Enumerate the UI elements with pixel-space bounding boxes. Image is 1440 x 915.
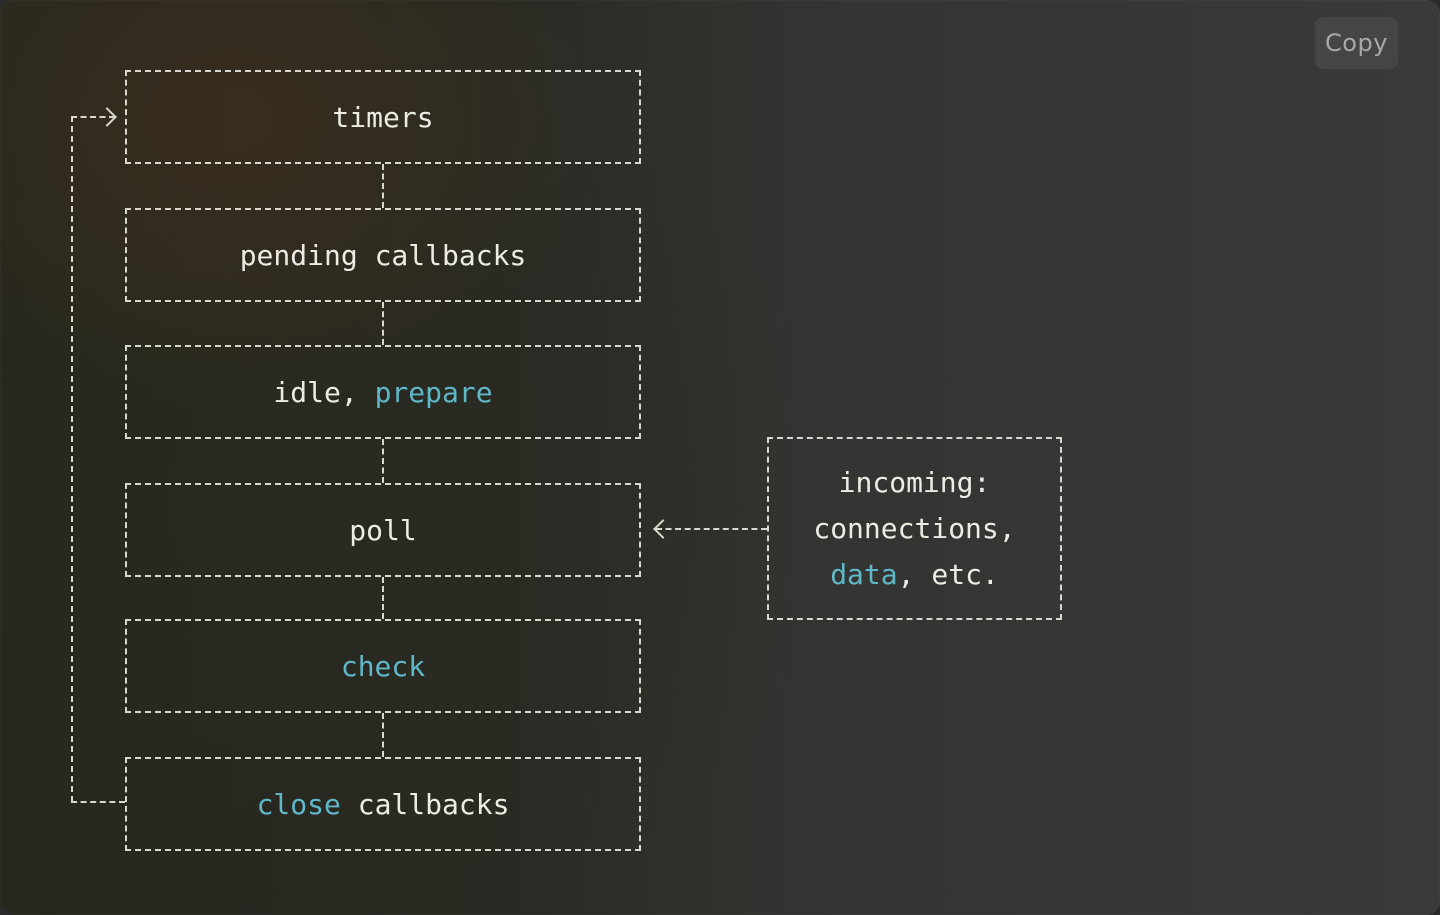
phase-box-idle-prepare: idle, prepare <box>125 345 641 439</box>
phase-label-part: close <box>256 787 341 821</box>
phase-connector <box>382 713 384 757</box>
phase-label-part: pending callbacks <box>239 238 527 272</box>
arrow-left-icon <box>653 519 673 539</box>
phase-label-close-callbacks: close callbacks <box>257 788 510 821</box>
phase-box-check: check <box>125 619 641 713</box>
phase-box-pending-callbacks: pending callbacks <box>125 208 641 302</box>
incoming-line-1: incoming: <box>838 465 991 499</box>
phase-connector <box>382 439 384 483</box>
phase-connector <box>382 164 384 208</box>
phase-label-part: idle, <box>273 375 375 409</box>
phase-label-pending-callbacks: pending callbacks <box>240 239 527 272</box>
phase-connector <box>382 302 384 345</box>
phase-label-part: callbacks <box>340 787 510 821</box>
incoming-data-keyword: data <box>830 557 898 591</box>
phase-label-part: prepare <box>374 375 493 409</box>
phase-label-part: check <box>340 649 426 683</box>
phase-label-part: poll <box>349 513 417 547</box>
phase-label-timers: timers <box>332 101 433 134</box>
loop-back-vertical-wire <box>71 116 73 802</box>
phase-connector <box>382 577 384 619</box>
incoming-line-3: data, etc. <box>830 552 999 598</box>
phase-box-timers: timers <box>125 70 641 164</box>
phase-label-part: timers <box>332 100 434 134</box>
incoming-box: incoming: connections, data, etc. <box>767 437 1062 620</box>
incoming-wire <box>656 528 767 530</box>
loop-back-bottom-wire <box>71 801 125 803</box>
incoming-line-2: connections, <box>813 511 1016 545</box>
loop-back-top-wire <box>71 116 115 118</box>
phase-box-poll: poll <box>125 483 641 577</box>
phase-label-idle-prepare: idle, prepare <box>273 376 492 409</box>
incoming-etc: , etc. <box>897 557 999 591</box>
arrow-right-icon <box>97 107 117 127</box>
phase-label-check: check <box>341 650 425 683</box>
copy-button[interactable]: Copy <box>1315 17 1398 69</box>
phase-box-close-callbacks: close callbacks <box>125 757 641 851</box>
phase-label-poll: poll <box>349 514 416 547</box>
